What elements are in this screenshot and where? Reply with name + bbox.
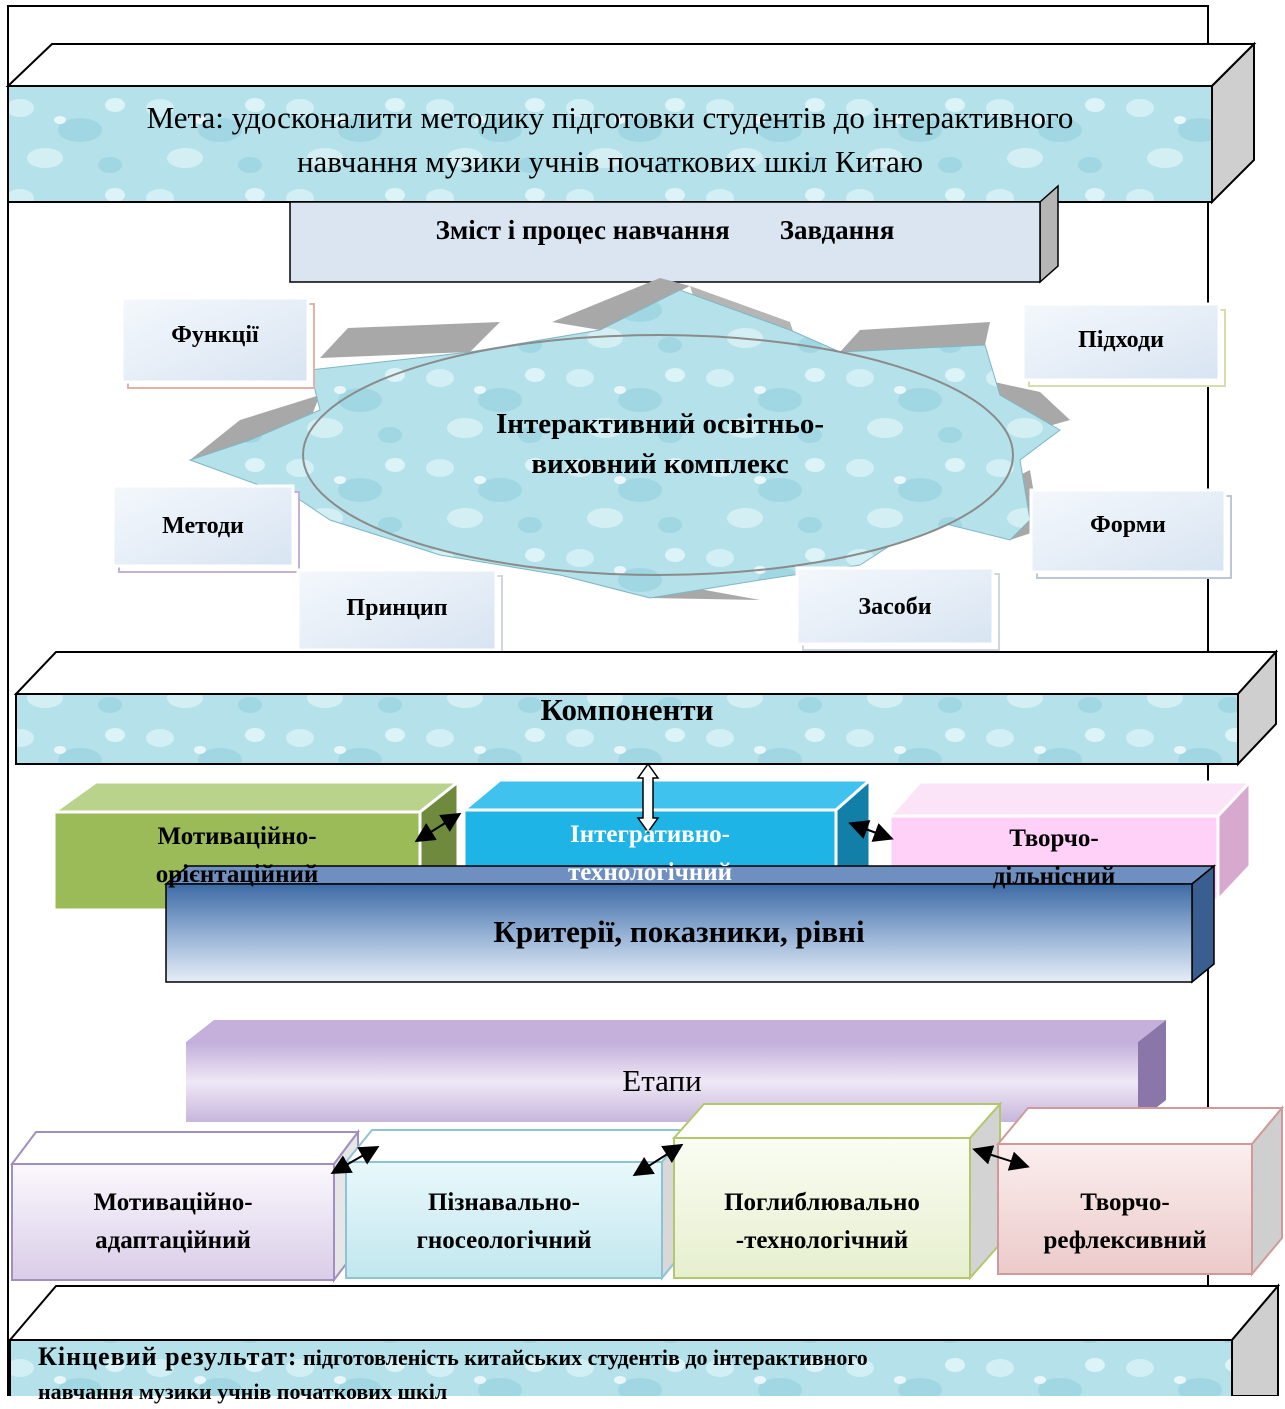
arrow-stage-3-4	[972, 1145, 1030, 1171]
result-line-1: Кінцевий результат: підготовленість кита…	[38, 1340, 1228, 1375]
stage-3-label: Поглиблювально -технологічний	[674, 1184, 970, 1260]
goal-text: Мета: удосконалити методику підготовки с…	[20, 96, 1200, 184]
card-functions-label: Функції	[171, 322, 259, 348]
components-title: Компоненти	[540, 692, 714, 727]
goal-line-2: навчання музики учнів початкових шкіл Ки…	[296, 144, 924, 179]
component-integrative-label: Інтегративно- технологічний	[464, 816, 836, 892]
criteria-bar	[163, 864, 1217, 984]
card-principle-label: Принцип	[346, 595, 448, 621]
result-text-1: підготовленість китайських студентів до …	[303, 1345, 868, 1370]
complex-line-1: Інтерактивний освітньо-	[496, 408, 824, 440]
content-bar-text: Зміст і процес навчання Завдання	[290, 206, 1040, 254]
card-forms-label: Форми	[1090, 512, 1166, 538]
result-text-2: навчання музики учнів початкових шкіл	[38, 1379, 448, 1404]
content-bar-right: Завдання	[779, 215, 895, 245]
card-functions	[120, 296, 315, 389]
stage-1-line-2: адаптаційний	[95, 1227, 251, 1254]
component-motivational-line-1: Мотиваційно-	[157, 823, 317, 850]
components-slab	[13, 649, 1279, 767]
goal-slab	[5, 41, 1257, 205]
result-label: Кінцевий результат:	[38, 1342, 298, 1371]
stage-3-line-2: -технологічний	[735, 1227, 909, 1254]
stage-4-label: Творчо- рефлексивний	[998, 1184, 1252, 1260]
card-methods	[111, 484, 300, 573]
stage-box-2	[343, 1127, 691, 1281]
content-bar-left: Зміст і процес навчання	[435, 215, 730, 245]
component-creative-label: Творчо- дільнісний	[890, 820, 1218, 896]
arrow-stage-1-2	[330, 1146, 380, 1174]
card-principle	[296, 568, 503, 657]
stage-3-line-1: Поглиблювально	[724, 1189, 920, 1216]
stage-1-line-1: Мотиваційно-	[93, 1189, 253, 1216]
stage-1-label: Мотиваційно- адаптаційний	[12, 1184, 334, 1260]
component-creative-line-1: Творчо-	[1009, 825, 1099, 852]
card-means-label: Засоби	[858, 594, 932, 620]
stage-box-4	[995, 1105, 1285, 1277]
stage-2-label: Пізнавально- гносеологічний	[346, 1184, 662, 1260]
criteria-label: Критерії, показники, рівні	[493, 914, 865, 949]
result-text: Кінцевий результат: підготовленість кита…	[38, 1340, 1228, 1409]
card-approaches-label: Підходи	[1078, 327, 1164, 353]
arrow-comp-1-2	[414, 812, 462, 843]
stage-4-line-2: рефлексивний	[1043, 1227, 1207, 1254]
card-means	[795, 566, 1000, 651]
stage-4-line-1: Творчо-	[1080, 1189, 1170, 1216]
card-methods-label: Методи	[162, 513, 244, 539]
stage-2-line-2: гносеологічний	[416, 1227, 592, 1254]
arrow-stage-2-3	[632, 1143, 684, 1177]
component-integrative-line-1: Інтегративно-	[569, 821, 731, 848]
component-motivational-line-2: орієнтаційний	[155, 861, 319, 888]
component-motivational-label: Мотиваційно- орієнтаційний	[54, 818, 420, 894]
complex-line-2: виховний комплекс	[531, 448, 789, 480]
stage-2-line-1: Пізнавально-	[427, 1189, 581, 1216]
complex-title: Інтерактивний освітньо- виховний комплек…	[390, 404, 930, 484]
component-integrative-line-2: технологічний	[567, 859, 733, 886]
stage-box-1	[10, 1129, 360, 1283]
card-approaches	[1021, 302, 1226, 387]
result-slab	[7, 1283, 1281, 1396]
stages-title: Етапи	[622, 1063, 702, 1098]
card-forms	[1029, 488, 1232, 579]
component-creative-line-2: дільнісний	[992, 863, 1116, 890]
arrow-comp-2-3	[848, 820, 894, 842]
vertical-arrow-upper	[636, 762, 660, 834]
goal-line-1: Мета: удосконалити методику підготовки с…	[146, 100, 1074, 135]
star-burst	[188, 278, 1070, 600]
stage-box-3	[671, 1101, 1003, 1281]
